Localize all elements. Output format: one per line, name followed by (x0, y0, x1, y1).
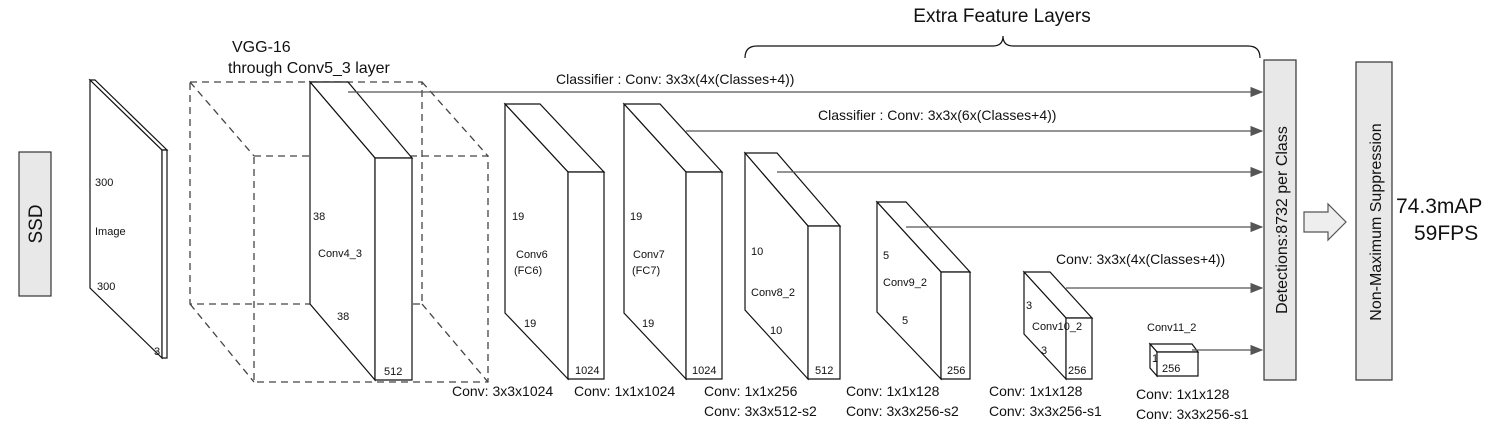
conv9-dim-bottom: 5 (902, 315, 908, 327)
image-dim-bottom: 300 (97, 281, 115, 293)
conv6-dim-side: 19 (512, 211, 524, 223)
image-depth: 3 (154, 346, 160, 358)
classifier-3-label: Conv: 3x3x(4x(Classes+4)) (1056, 251, 1225, 267)
caption-conv11-line1: Conv: 1x1x128 (1136, 386, 1230, 402)
conv11-label: Conv11_2 (1147, 322, 1196, 334)
conv6-label-line1: Conv6 (516, 249, 548, 261)
conv4-depth: 512 (384, 366, 402, 378)
vgg-dashed-cube (189, 81, 489, 383)
caption-conv10-line1: Conv: 1x1x128 (989, 383, 1083, 399)
caption-conv9-line1: Conv: 1x1x128 (846, 383, 940, 399)
detections-box: Detections:8732 per Class (1263, 59, 1297, 381)
result-map: 74.3mAP (1396, 195, 1482, 218)
conv11-depth: 256 (1162, 363, 1180, 375)
conv8-dim-bottom: 10 (770, 325, 782, 337)
nms-box: Non-Maximum Suppression (1355, 61, 1393, 381)
classifier-1-label: Classifier : Conv: 3x3x(4x(Classes+4)) (556, 71, 794, 87)
conv8-dim-side: 10 (751, 246, 763, 258)
conv7-label-line1: Conv7 (633, 249, 665, 261)
conv4-label: Conv4_3 (318, 248, 362, 260)
conv10-label: Conv10_2 (1032, 321, 1082, 333)
nms-label: Non-Maximum Suppression (1368, 123, 1385, 320)
conv10-dim-bottom: 3 (1041, 345, 1047, 357)
vgg-title-line2: through Conv5_3 layer (228, 60, 391, 77)
conv6-block: 19 Conv6 (FC6) 19 1024 (503, 102, 606, 381)
caption-conv11-line2: Conv: 3x3x256-s1 (1136, 406, 1249, 422)
detections-label: Detections:8732 per Class (1274, 126, 1291, 314)
conv11-2-block: Conv11_2 1 256 (1147, 322, 1200, 378)
conv6-depth: 1024 (575, 365, 599, 377)
conv9-label: Conv9_2 (883, 277, 927, 289)
conv4-dim-side: 38 (313, 211, 325, 223)
conv9-depth: 256 (947, 365, 965, 377)
classifier-2-label: Classifier : Conv: 3x3x(6x(Classes+4)) (818, 107, 1056, 123)
conv10-2-block: 3 Conv10_2 3 256 (1022, 270, 1094, 381)
image-dim-top: 300 (95, 177, 113, 189)
conv11-dim-side: 1 (1152, 353, 1158, 365)
image-label: Image (95, 226, 126, 238)
conv6-dim-bottom: 19 (524, 318, 536, 330)
conv7-depth: 1024 (692, 365, 716, 377)
ssd-box: SSD (18, 151, 52, 297)
caption-fc7: Conv: 1x1x1024 (574, 383, 675, 399)
conv4-3-block: 38 Conv4_3 38 512 (308, 80, 414, 382)
conv8-depth: 512 (815, 365, 833, 377)
nms-block-arrow (1303, 202, 1347, 242)
conv9-2-block: 5 Conv9_2 5 256 (875, 200, 972, 381)
image-block: 300 Image 300 3 (88, 78, 169, 360)
conv7-label-line2: (FC7) (632, 265, 660, 277)
vgg-title-line1: VGG-16 (232, 39, 291, 56)
caption-fc6: Conv: 3x3x1024 (452, 383, 553, 399)
conv7-dim-bottom: 19 (642, 318, 654, 330)
conv7-block: 19 Conv7 (FC7) 19 1024 (622, 102, 724, 381)
conv6-label-line2: (FC6) (514, 265, 542, 277)
conv10-depth: 256 (1068, 365, 1086, 377)
conv4-dim-bottom: 38 (337, 311, 349, 323)
caption-conv8-line1: Conv: 1x1x256 (704, 383, 798, 399)
conv10-dim-side: 3 (1026, 300, 1032, 312)
extra-layers-brace (744, 35, 1261, 59)
conv7-dim-side: 19 (630, 211, 642, 223)
conv8-2-block: 10 Conv8_2 10 512 (743, 151, 842, 381)
extra-layers-title: Extra Feature Layers (913, 6, 1090, 27)
conv9-dim-side: 5 (883, 250, 889, 262)
result-fps: 59FPS (1414, 222, 1478, 245)
caption-conv9-line2: Conv: 3x3x256-s2 (846, 403, 959, 419)
ssd-label: SSD (26, 204, 47, 243)
caption-conv10-line2: Conv: 3x3x256-s1 (989, 403, 1102, 419)
caption-conv8-line2: Conv: 3x3x512-s2 (704, 403, 817, 419)
conv8-label: Conv8_2 (751, 287, 795, 299)
